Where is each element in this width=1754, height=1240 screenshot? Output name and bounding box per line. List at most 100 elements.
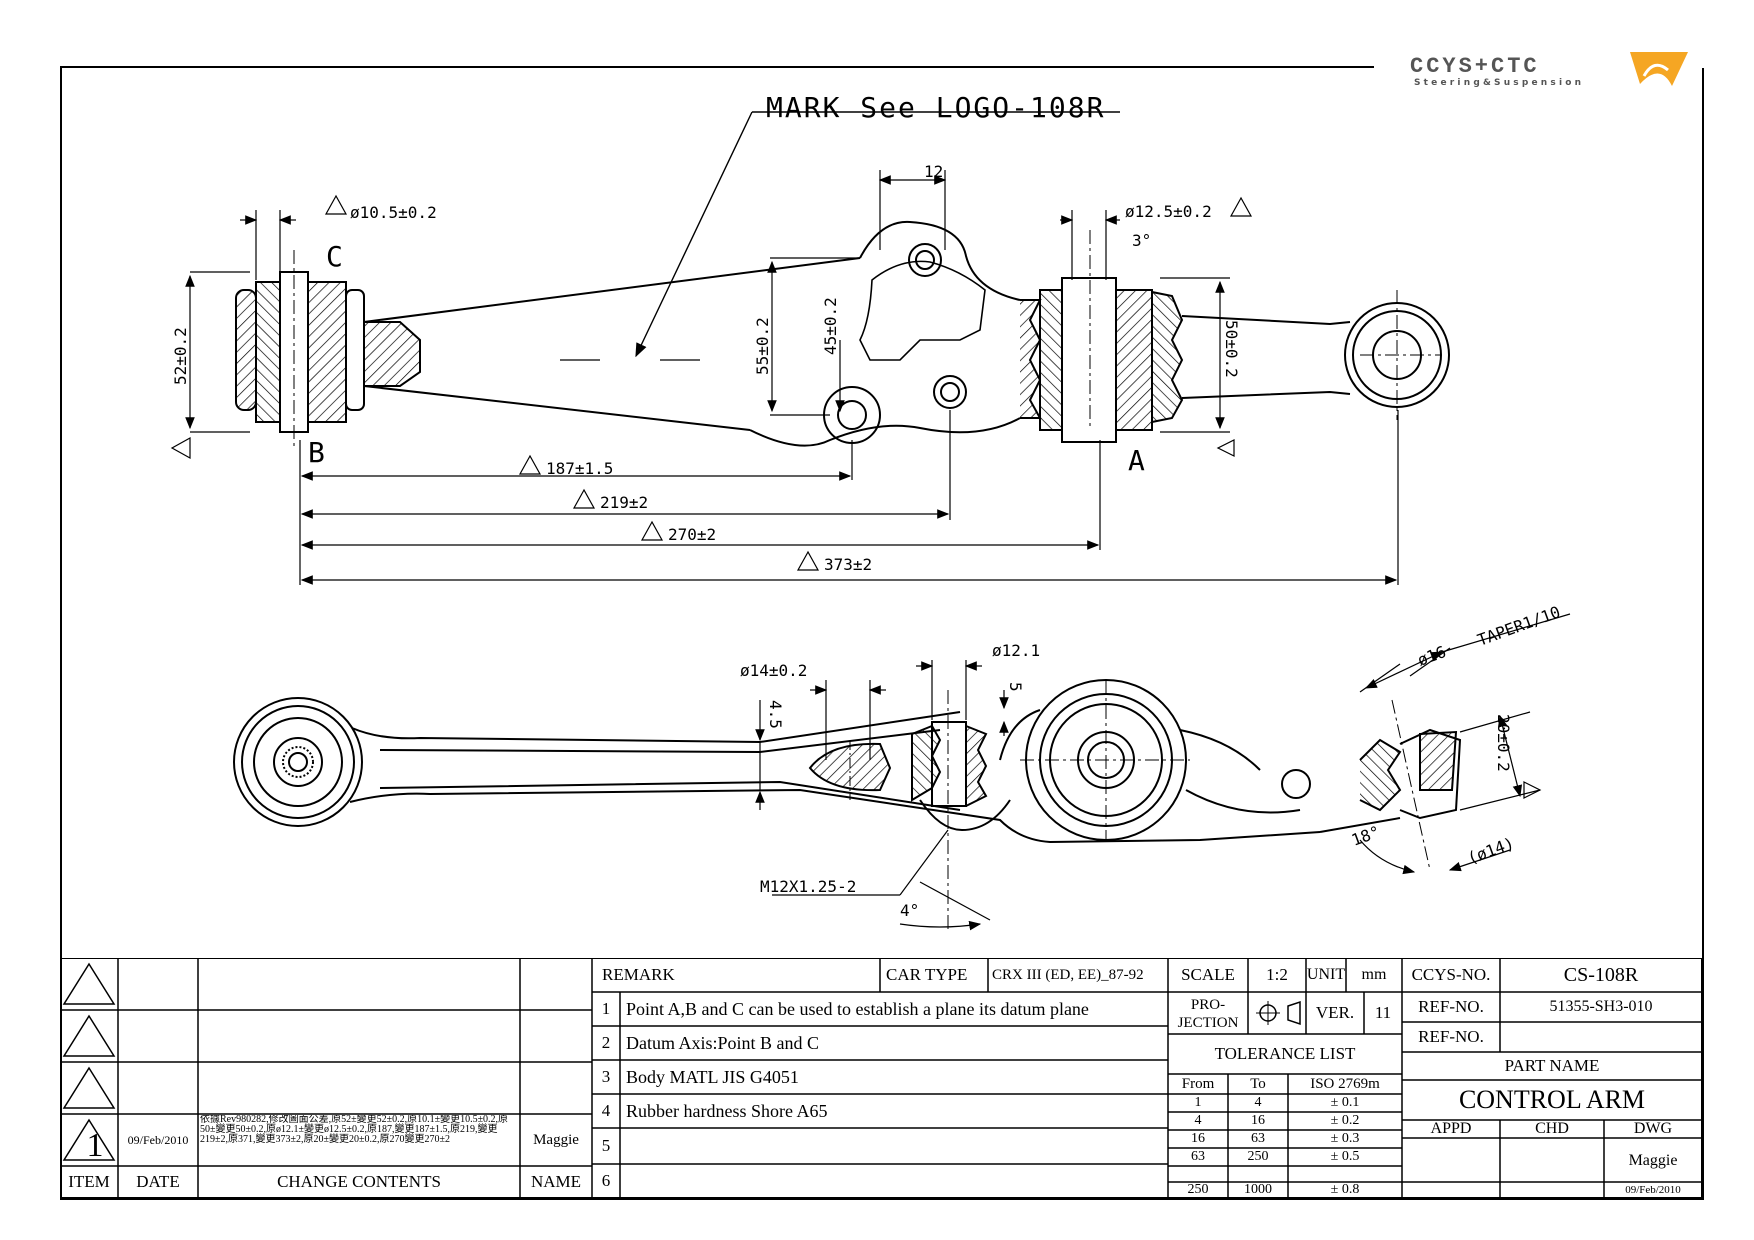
dim-d16: ø16: [1415, 642, 1449, 670]
mark-note: MARK See LOGO-108R: [766, 91, 1105, 124]
dim-187: 187±1.5: [546, 459, 613, 478]
remark-label: REMARK: [602, 965, 675, 984]
dim-taper: TAPER1/10: [1475, 602, 1563, 650]
dim-270: 270±2: [668, 525, 716, 544]
tol-row-5-from: 250: [1187, 1182, 1209, 1197]
thread-spec: M12X1.25-2: [760, 877, 856, 896]
ref-no-label-2: REF-NO.: [1418, 1027, 1484, 1046]
revision-name: Maggie: [533, 1132, 579, 1148]
car-type-label: CAR TYPE: [886, 965, 968, 984]
remark-text-3: Body MATL JIS G4051: [626, 1067, 799, 1087]
revision-date: 09/Feb/2010: [127, 1133, 189, 1147]
tol-header-to: To: [1250, 1076, 1266, 1092]
remark-no-3: 3: [601, 1067, 611, 1086]
part-name-label: PART NAME: [1504, 1056, 1600, 1075]
tol-row-4-to: 250: [1247, 1149, 1269, 1164]
dim-55: 55±0.2: [753, 317, 772, 375]
scale-label: SCALE: [1181, 965, 1235, 984]
dim-d12-1: ø12.1: [992, 641, 1040, 660]
part-name-value: CONTROL ARM: [1458, 1085, 1646, 1114]
ccys-no-value: CS-108R: [1563, 964, 1639, 986]
ccys-no-label: CCYS-NO.: [1411, 965, 1491, 984]
car-type-value: CRX III (ED, EE)_87-92: [992, 967, 1144, 983]
title-block-grid: [60, 958, 1702, 1198]
top-view: [235, 111, 1450, 450]
point-a-label: A: [1128, 444, 1147, 477]
tol-row-1-to: 4: [1254, 1095, 1262, 1110]
tol-row-4-value: ± 0.5: [1330, 1149, 1360, 1164]
remark-no-5: 5: [601, 1136, 611, 1155]
tol-header-from: From: [1181, 1076, 1215, 1092]
chd-label: CHD: [1535, 1120, 1569, 1137]
tol-row-4-from: 63: [1191, 1149, 1205, 1164]
remark-text-2: Datum Axis:Point B and C: [626, 1033, 820, 1053]
dim-373: 373±2: [824, 555, 872, 574]
scale-value: 1:2: [1266, 965, 1288, 984]
tol-row-3-from: 16: [1191, 1131, 1205, 1146]
remark-no-2: 2: [601, 1033, 611, 1052]
drawing-frame: [60, 68, 1704, 1200]
dwg-name: Maggie: [1628, 1152, 1678, 1169]
tol-row-5-value: ± 0.8: [1330, 1182, 1360, 1197]
logo-swoosh-icon: [1630, 52, 1688, 86]
dwg-date: 09/Feb/2010: [1625, 1184, 1681, 1196]
dim-d14: ø14±0.2: [740, 661, 807, 680]
ver-value: 11: [1374, 1003, 1392, 1022]
dim-45: 45±0.2: [821, 297, 840, 355]
dim-50: 50±0.2: [1222, 320, 1241, 378]
revision-item-number: 1: [86, 1128, 104, 1164]
remark-no-1: 1: [601, 999, 611, 1018]
item-header: ITEM: [68, 1172, 110, 1191]
dim-52: 52±0.2: [171, 327, 190, 385]
company-logo: CCYS+CTC Steering&Suspension: [1410, 48, 1700, 94]
dim-4deg: 4°: [900, 901, 919, 920]
point-c-label: C: [326, 240, 345, 273]
name-header: NAME: [530, 1172, 582, 1191]
appd-label: APPD: [1430, 1120, 1472, 1137]
remark-no-6: 6: [601, 1171, 611, 1190]
tol-header-iso: ISO 2769m: [1310, 1076, 1380, 1092]
dim-d10-5: ø10.5±0.2: [350, 203, 437, 222]
dim-d14-paren: (ø14): [1465, 833, 1517, 867]
dim-5: 5: [1006, 682, 1025, 692]
remark-text-4: Rubber hardness Shore A65: [626, 1101, 828, 1121]
title-block: ITEM DATE CHANGE CONTENTS NAME 1 09/Feb/…: [60, 958, 1702, 1198]
unit-value: mm: [1361, 966, 1387, 983]
side-view-dimensions: [755, 613, 1571, 931]
dim-3deg: 3°: [1132, 231, 1151, 250]
top-view-labels: MARK See LOGO-108R ø10.5±0.2 12 ø12.5±0.…: [171, 91, 1241, 574]
projection-label-1: PRO-: [1190, 997, 1226, 1013]
date-header: DATE: [136, 1172, 180, 1191]
dim-4-5: 4.5: [766, 700, 785, 729]
logo-tagline: Steering&Suspension: [1414, 78, 1585, 88]
tol-row-1-from: 1: [1194, 1095, 1202, 1110]
dim-20: 20±0.2: [1494, 714, 1513, 772]
dim-d12-5: ø12.5±0.2: [1125, 202, 1212, 221]
tolerance-title: TOLERANCE LIST: [1214, 1044, 1356, 1063]
frame-top-border: [60, 66, 1374, 68]
ref-no-value: 51355-SH3-010: [1549, 998, 1653, 1015]
remark-text-6: [626, 1164, 1166, 1198]
change-contents-header: CHANGE CONTENTS: [277, 1172, 441, 1191]
tol-row-3-to: 63: [1251, 1131, 1265, 1146]
tol-row-1-value: ± 0.1: [1330, 1095, 1360, 1110]
remark-no-4: 4: [601, 1101, 611, 1120]
tol-row-2-to: 16: [1251, 1113, 1265, 1128]
ver-label: VER.: [1315, 1003, 1355, 1022]
ref-no-label: REF-NO.: [1418, 997, 1484, 1016]
tol-row-3-value: ± 0.3: [1330, 1131, 1360, 1146]
dim-219: 219±2: [600, 493, 648, 512]
top-view-dimensions: [170, 170, 1399, 585]
revision-contents: 依據Rev980282,修改圖面公差,原52±變更52±0.2,原10.1±變更…: [200, 1115, 509, 1145]
remark-text-1: Point A,B and C can be used to establish…: [626, 999, 1089, 1019]
point-b-label: B: [308, 436, 327, 469]
dwg-label: DWG: [1633, 1120, 1673, 1137]
dim-12: 12: [924, 162, 943, 181]
remark-text-5: [626, 1128, 1166, 1164]
unit-label: UNIT: [1306, 966, 1346, 983]
tol-row-2-value: ± 0.2: [1330, 1113, 1360, 1128]
tol-row-5-to: 1000: [1244, 1182, 1272, 1197]
logo-wordmark: CCYS+CTC: [1410, 54, 1540, 79]
projection-label-2: JECTION: [1177, 1015, 1239, 1031]
